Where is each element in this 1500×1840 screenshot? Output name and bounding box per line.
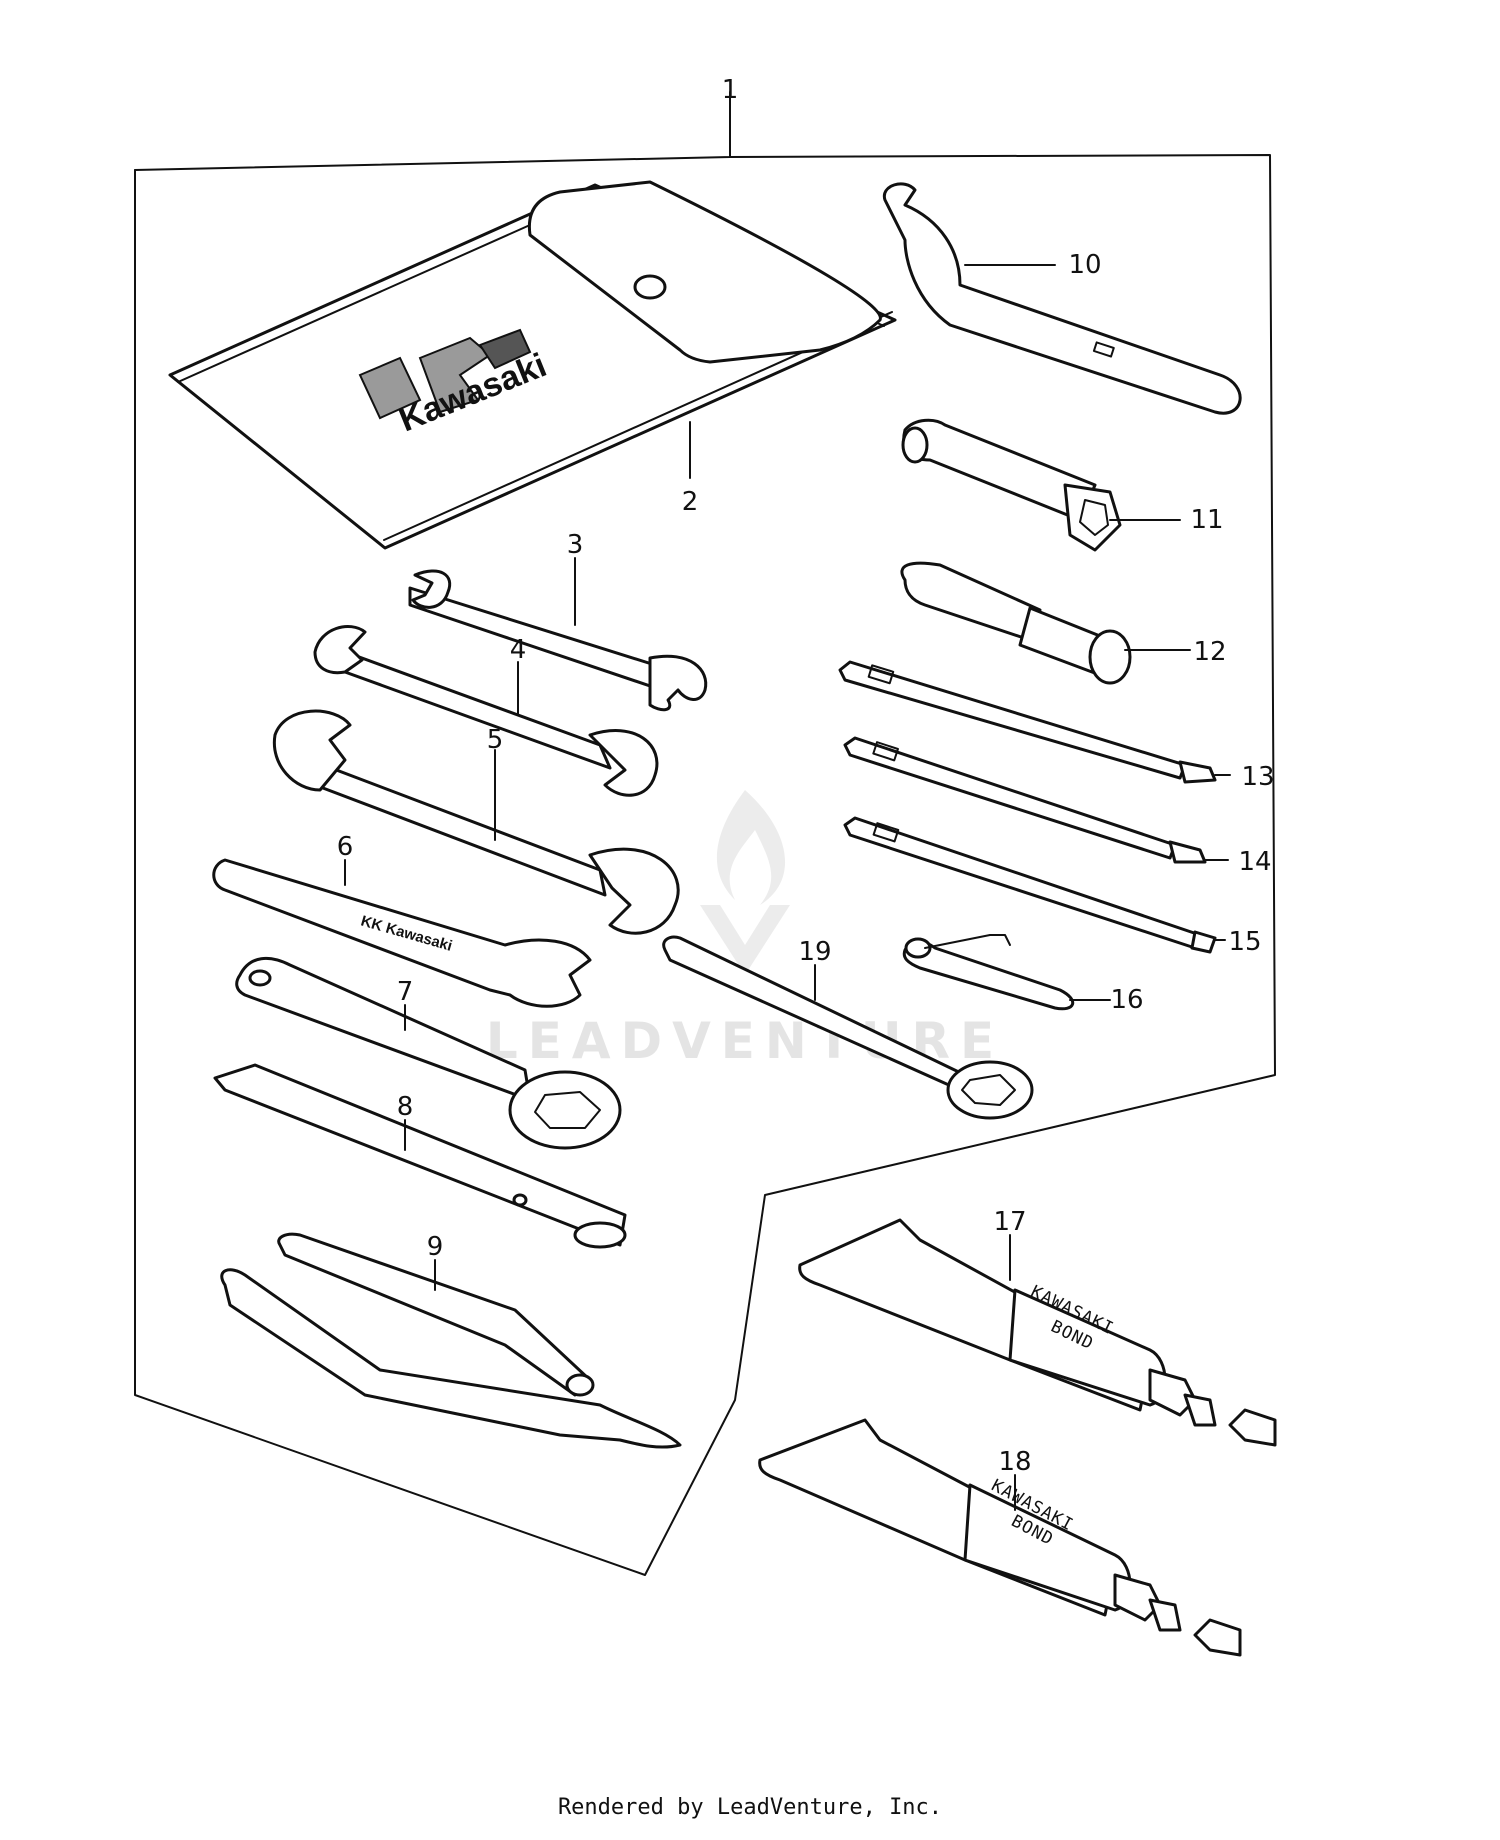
- plug-socket-11: [901, 418, 1181, 552]
- callout-16: 16: [1110, 985, 1143, 1015]
- screwdriver-15: [843, 816, 1226, 954]
- bond-tube-18: KAWASAKI BOND: [758, 1418, 1242, 1657]
- callout-18: 18: [998, 1447, 1031, 1477]
- callout-10: 10: [1068, 250, 1101, 280]
- callout-1: 1: [722, 75, 739, 105]
- callout-7: 7: [397, 977, 414, 1007]
- callout-5: 5: [487, 725, 504, 755]
- feeler-gauge-16: [902, 934, 1111, 1011]
- callout-8: 8: [397, 1092, 414, 1122]
- wrench-4: [313, 625, 659, 797]
- tool-pouch: Kawasaki: [168, 180, 897, 550]
- pliers-9: [220, 1232, 682, 1449]
- callout-19: 19: [798, 937, 831, 967]
- callout-3: 3: [567, 530, 584, 560]
- callout-9: 9: [427, 1232, 444, 1262]
- callout-12: 12: [1193, 637, 1226, 667]
- rod-wrench-19: [662, 935, 1034, 1120]
- wrench-5: [272, 709, 680, 935]
- screwdriver-handle-12: [900, 561, 1191, 685]
- callout-11: 11: [1190, 505, 1223, 535]
- bond-tube-17: KAWASAKI BOND: [798, 1218, 1277, 1447]
- footer-credit: Rendered by LeadVenture, Inc.: [557, 1795, 943, 1820]
- callout-6: 6: [337, 832, 354, 862]
- callout-13: 13: [1241, 762, 1274, 792]
- callout-14: 14: [1238, 847, 1271, 877]
- box-wrench-7: [235, 956, 622, 1150]
- callout-4: 4: [510, 635, 527, 665]
- callout-2: 2: [682, 487, 699, 517]
- hook-spanner-10: [882, 182, 1242, 415]
- callout-15: 15: [1228, 927, 1261, 957]
- leadventure-watermark: LEADVENTURE: [486, 790, 994, 1070]
- callout-17: 17: [993, 1207, 1026, 1237]
- screwdriver-14: [843, 736, 1229, 864]
- wrench-3: [408, 557, 708, 712]
- kit-outline: [134, 91, 1276, 1576]
- screwdriver-13: [838, 660, 1231, 784]
- flat-bar-8: [213, 1063, 627, 1249]
